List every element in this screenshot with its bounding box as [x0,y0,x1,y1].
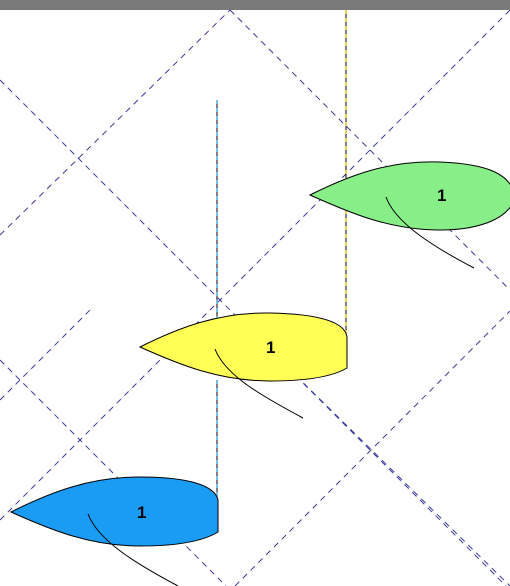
boat-yellow-label: 1 [266,338,275,357]
boat-blue-hull [9,476,219,547]
boat-green[interactable]: 1 [308,161,510,269]
boat-green-label: 1 [437,186,446,205]
boat-yellow-hull [138,312,348,382]
grid-line [0,9,510,521]
grid-line [0,359,227,586]
boat-green-hull [308,161,510,231]
laylines-grid [0,9,510,586]
top-bar [0,0,510,10]
grid-line [234,310,510,586]
boat-blue-sail [87,513,179,586]
grid-line [279,359,510,586]
grid-line [0,309,91,401]
boat-green-sail [385,196,475,269]
boat-yellow[interactable]: 1 [138,312,348,419]
grid-line [0,9,231,236]
boat-yellow-sail [214,348,304,419]
boat-blue-label: 1 [137,503,146,522]
boat-blue[interactable]: 1 [9,476,219,586]
